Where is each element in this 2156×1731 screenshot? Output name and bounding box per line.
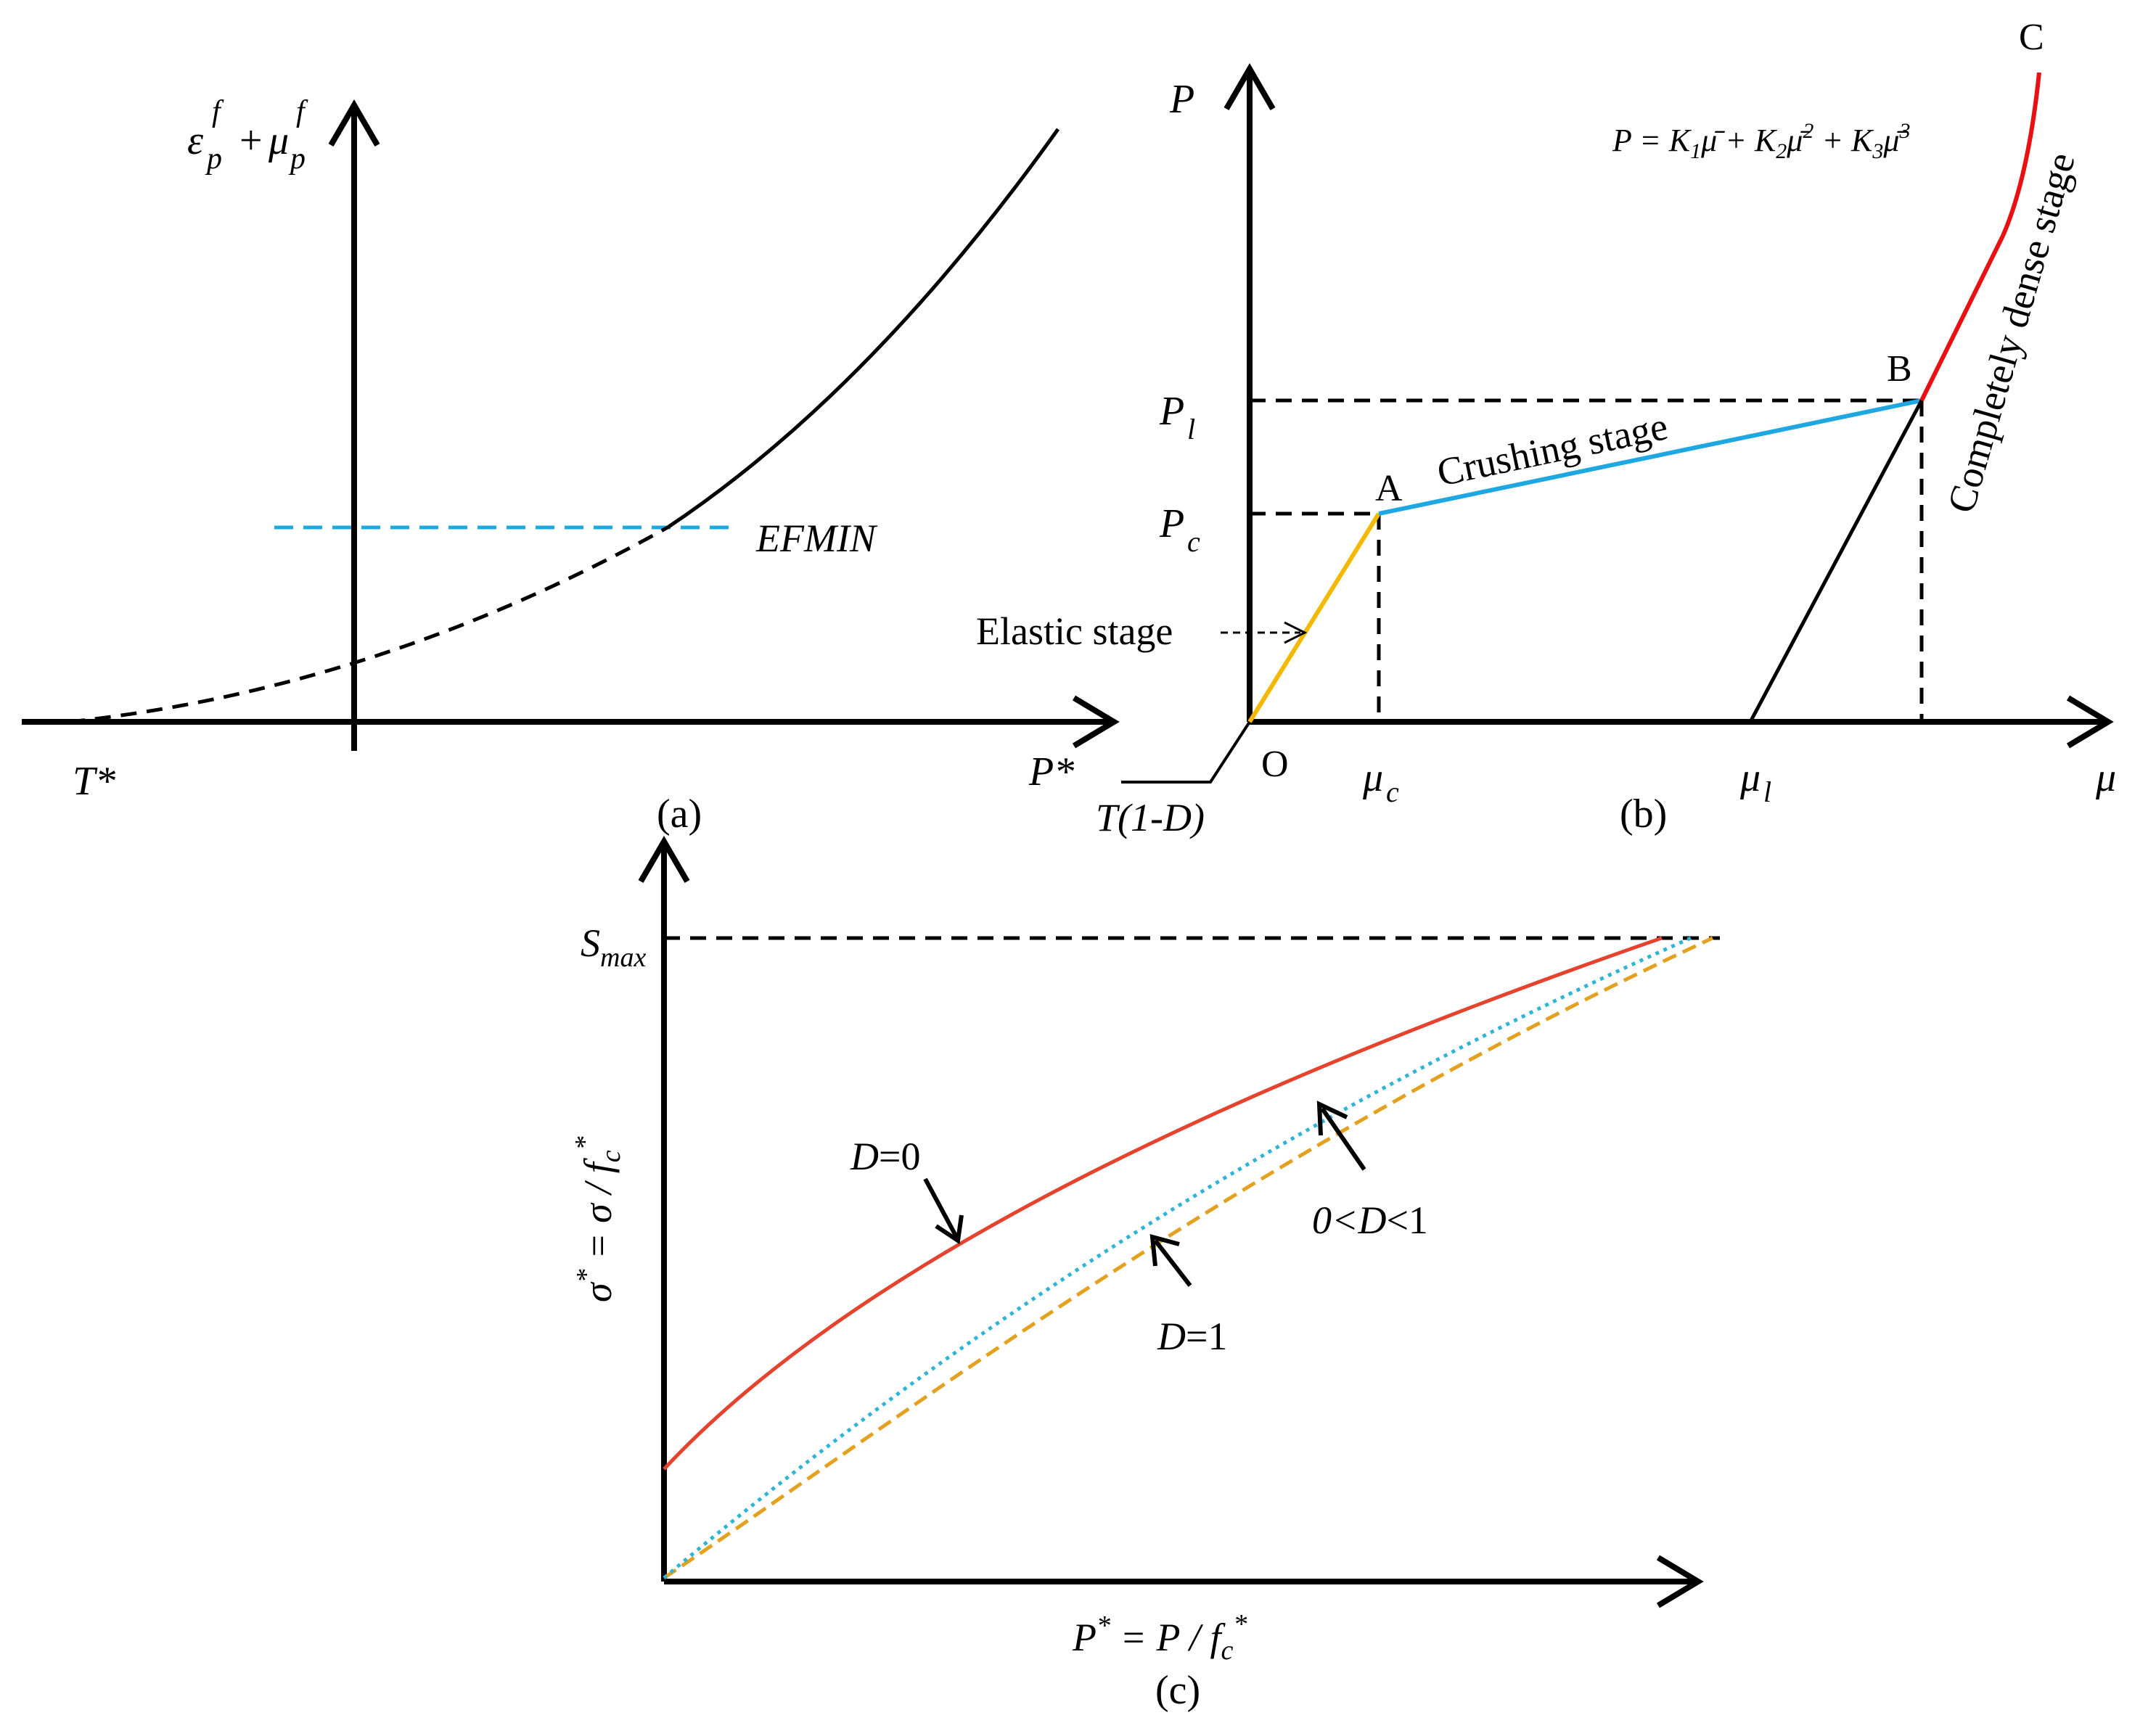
panel-a-y-arrowhead [328,99,380,147]
label-d1: D=1 [1157,1315,1227,1358]
pc-label: Pc [1159,501,1200,558]
eq-t1: μ̄ + K [1700,123,1778,158]
elastic-stage-arrowhead [1284,621,1308,644]
pc-label-main: P [1159,501,1184,546]
eq-s3: 3 [1872,139,1883,163]
panel-b-x-axis-label: μ [2095,755,2116,800]
point-c-label: C [2019,17,2044,58]
c-y-sup2: * [570,1136,600,1150]
curve-d1 [663,936,1714,1580]
curve-d0 [663,936,1663,1471]
label-d1-var: D [1157,1315,1186,1358]
d1-pointer-arrowhead [1149,1233,1180,1267]
pl-label-main: P [1159,389,1184,434]
y-label-mu: μ [268,118,289,163]
mu-l-label-sub: l [1763,776,1771,808]
y-label-eps-sup: f [212,95,224,128]
panel-c-y-arrowhead [638,836,690,884]
point-b-label: B [1887,348,1912,390]
efmin-label: EFMIN [755,517,878,560]
eq-s2: 2 [1776,139,1787,163]
dense-stage-label: Completely dense stage [1939,148,2083,518]
label-d1-rest: =1 [1186,1315,1227,1358]
d0-pointer-arrow [923,1177,959,1238]
elastic-stage-label: Elastic stage [976,609,1173,653]
pl-label: Pl [1159,389,1195,445]
panel-b-x-arrowhead [2066,695,2114,749]
eq-p2: 2 [1803,119,1813,143]
mu-c-label: μc [1362,755,1399,808]
pressure-equation: P = K1μ̄ + K2μ̄2 + K3μ̄3 [1612,119,1910,163]
c-x-b: = P / f [1110,1616,1226,1659]
y-label-eps: ε [187,118,204,163]
panel-c: Smax σ* = σ / fc* P* = P / fc* (c) D=0 D… [570,836,1720,1713]
label-dmid-a: 0< [1312,1198,1358,1242]
y-label-mu-sub: p [288,142,306,176]
curve-0-d-1 [663,936,1692,1579]
panel-a-x-axis-label: P* [1028,749,1074,794]
panel-b-caption: (b) [1620,792,1667,836]
c-x-sup2: * [1233,1609,1247,1640]
pl-label-sub: l [1187,413,1195,445]
pc-label-sub: c [1187,525,1200,558]
t-star-label: T* [73,759,115,804]
origin-label: O [1261,744,1289,785]
elastic-stage-line [1247,512,1381,723]
label-d0-rest: =0 [879,1135,920,1178]
panel-b-y-arrowhead [1223,63,1276,111]
label-d0: D=0 [850,1135,920,1178]
dense-stage-curve [1919,72,2041,402]
panel-b-y-axis-label: P [1169,77,1194,122]
panel-a-curve-solid [666,128,1060,530]
y-label-mu-sup: f [296,95,308,128]
mu-c-label-main: μ [1362,755,1383,800]
y-label-plus: + [239,118,263,163]
tension-branch-line [1121,720,1251,784]
d0-pointer-arrowhead [935,1214,964,1245]
label-dmid-var: D [1357,1198,1386,1242]
tension-label: T(1-D) [1096,796,1205,839]
panel-c-x-axis-label: P* = P / fc* [1072,1609,1247,1666]
label-d0-var: D [850,1135,879,1178]
c-x-sup: * [1097,1611,1110,1641]
panel-b: P Pl Pc A B C O T(1-D) μc μl μ (b) Elast… [976,17,2116,839]
c-y-sup: * [571,1269,602,1283]
smax-label-main: S [581,921,600,965]
point-a-label: A [1375,468,1403,509]
panel-c-y-axis-label: σ* = σ / fc* [570,1136,626,1302]
crushing-stage-line [1378,398,1922,516]
dmid-pointer-arrowhead [1316,1101,1348,1136]
eq-t3: + K [1813,123,1874,158]
panel-a-curve-dashed [68,525,669,724]
panel-a-caption: (a) [657,792,702,836]
d1-pointer-arrow [1153,1239,1192,1287]
panel-c-x-arrowhead [1656,1555,1704,1608]
mu-c-label-sub: c [1386,776,1399,808]
eq-s1: 1 [1690,139,1701,163]
eq-lhs: P = K [1612,123,1692,158]
mu-l-label: μl [1739,755,1771,808]
label-dmid: 0<D<1 [1312,1198,1428,1242]
c-y-b: = σ / f [576,1157,620,1269]
panel-a-x-arrowhead [1072,695,1120,749]
c-y-a: σ [576,1281,620,1302]
eq-p3: 3 [1898,119,1910,143]
y-label-eps-sub: p [205,142,222,176]
c-x-sub: c [1221,1635,1233,1666]
unloading-line [1748,399,1924,723]
c-x-a: P [1072,1616,1097,1659]
mu-l-label-main: μ [1739,755,1761,800]
dmid-pointer-arrow [1320,1107,1366,1171]
label-dmid-b: <1 [1386,1198,1427,1242]
smax-label-sub: max [600,942,646,973]
smax-label: Smax [581,921,646,973]
c-y-sub: c [596,1150,626,1162]
crushing-stage-label: Crushing stage [1433,404,1671,495]
panel-c-caption: (c) [1155,1668,1200,1713]
